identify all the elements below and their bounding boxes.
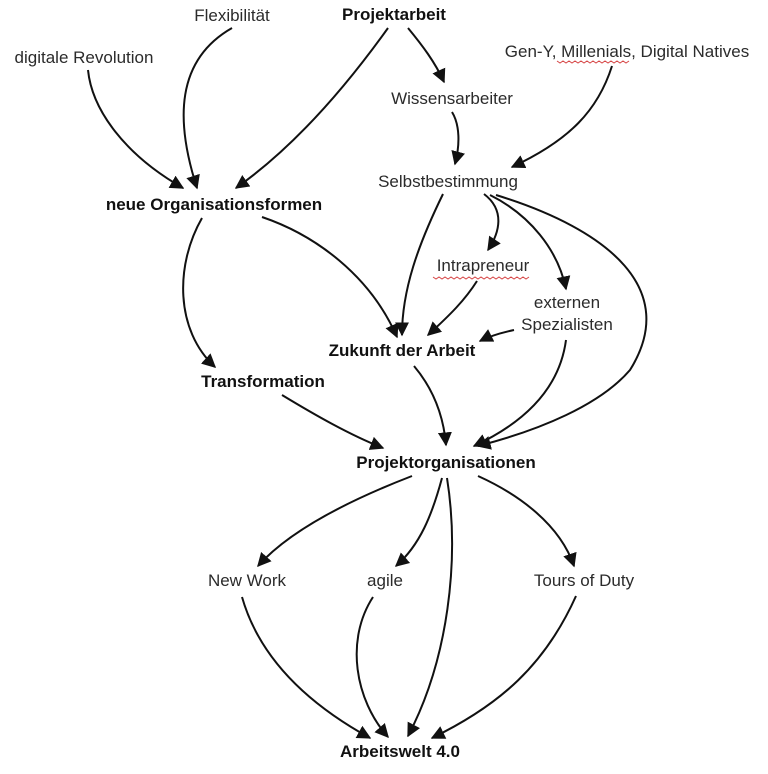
edge-projektarbeit-to-wissensarbeiter — [407, 27, 446, 84]
edge-digitale-revolution-to-neue-organisationsformen — [87, 69, 185, 189]
edges — [87, 27, 648, 739]
edge-neue-organisationsformen-to-transformation — [182, 217, 217, 368]
node-wissensarbeiter: Wissensarbeiter — [391, 89, 513, 108]
edge-gen-y-to-selbstbestimmung — [510, 65, 613, 169]
edge-wissensarbeiter-to-selbstbestimmung — [451, 111, 465, 166]
node-neue-organisationsformen: neue Organisationsformen — [106, 195, 322, 214]
node-transformation: Transformation — [201, 372, 325, 391]
edge-flexibilitaet-to-neue-organisationsformen — [182, 27, 233, 190]
spellcheck-underline-millenials — [556, 60, 630, 64]
node-tours-of-duty: Tours of Duty — [534, 571, 635, 590]
edge-projektorganisationen-to-new-work — [257, 475, 413, 568]
edge-tours-of-duty-to-arbeitswelt — [430, 595, 577, 739]
node-zukunft-der-arbeit: Zukunft der Arbeit — [329, 341, 476, 360]
edge-externen-spezialisten-to-projektorganisationen — [472, 339, 567, 448]
node-externen-spezialisten-line2: Spezialisten — [521, 315, 613, 334]
spellcheck-underlines — [432, 60, 630, 280]
node-externen-spezialisten-line1: externen — [534, 293, 600, 312]
edge-selbstbestimmung-to-zukunft — [395, 193, 444, 337]
nodes: Flexibilität Projektarbeit digitale Revo… — [15, 5, 750, 761]
edge-projektorganisationen-to-tours-of-duty — [477, 475, 577, 568]
node-agile: agile — [367, 571, 403, 590]
node-projektorganisationen: Projektorganisationen — [356, 453, 535, 472]
edge-projektorganisationen-to-arbeitswelt — [407, 477, 453, 738]
edge-neue-organisationsformen-to-zukunft — [261, 216, 399, 339]
edge-projektarbeit-to-neue-organisationsformen — [234, 27, 389, 189]
node-selbstbestimmung: Selbstbestimmung — [378, 172, 518, 191]
node-arbeitswelt: Arbeitswelt 4.0 — [340, 742, 460, 761]
edge-projektorganisationen-to-agile — [394, 477, 443, 567]
edge-agile-to-arbeitswelt — [355, 596, 389, 739]
edge-selbstbestimmung-to-intrapreneur — [483, 193, 501, 252]
edge-selbstbestimmung-to-externen-spezialisten — [489, 194, 571, 291]
edge-zukunft-to-projektorganisationen — [413, 365, 452, 447]
node-gen-y: Gen-Y, Millenials, Digital Natives — [505, 42, 749, 61]
edge-selbstbestimmung-to-projektorganisationen — [476, 194, 648, 450]
node-projektarbeit: Projektarbeit — [342, 5, 446, 24]
edge-new-work-to-arbeitswelt — [241, 596, 372, 739]
spellcheck-underline-intrapreneur — [432, 276, 530, 280]
node-new-work: New Work — [208, 571, 287, 590]
node-digitale-revolution: digitale Revolution — [15, 48, 154, 67]
edge-externen-spezialisten-to-zukunft — [478, 329, 515, 342]
node-flexibilitaet: Flexibilität — [194, 6, 270, 25]
edge-intrapreneur-to-zukunft — [426, 280, 478, 336]
node-intrapreneur: Intrapreneur — [437, 256, 530, 275]
edge-transformation-to-projektorganisationen — [281, 394, 385, 450]
